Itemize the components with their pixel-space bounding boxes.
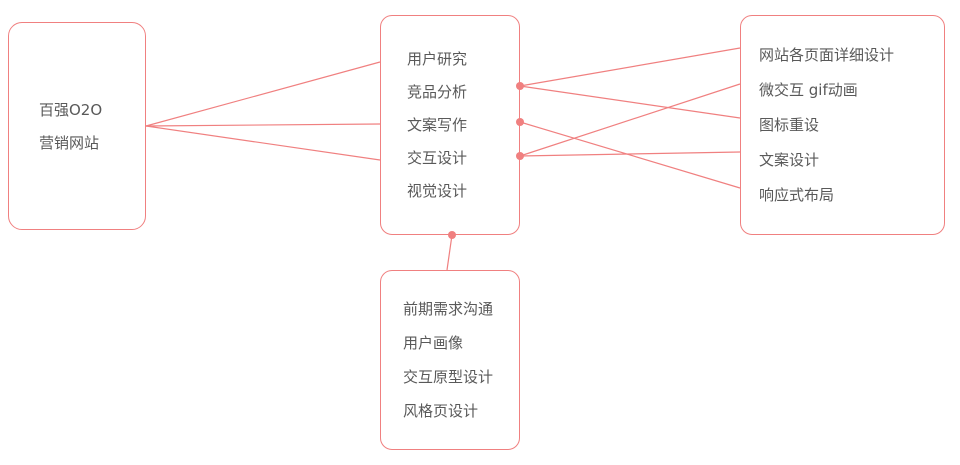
process-item: 交互设计: [407, 148, 468, 167]
edge: [145, 123, 381, 127]
process-item: 视觉设计: [407, 181, 468, 200]
node-root-project: 百强O2O 营销网站: [8, 22, 146, 230]
edge: [446, 234, 453, 271]
deliverable-item: 网站各页面详细设计: [759, 45, 895, 64]
deliverable-item: 响应式布局: [759, 185, 835, 204]
edge: [519, 85, 741, 119]
process-item: 文案写作: [407, 115, 468, 134]
deliverable-item: 文案设计: [759, 150, 820, 169]
deliverable-item: 微交互 gif动画: [759, 80, 858, 99]
edge: [519, 121, 741, 189]
edge: [519, 83, 741, 157]
edge: [145, 125, 381, 161]
root-label-line1: 百强O2O: [39, 101, 103, 119]
early-stage-item: 风格页设计: [403, 402, 479, 420]
edge: [519, 47, 741, 87]
edge: [145, 61, 381, 127]
early-stage-item: 前期需求沟通: [403, 300, 494, 318]
deliverable-item: 图标重设: [759, 115, 820, 134]
early-stage-item: 用户画像: [403, 334, 464, 352]
process-item: 用户研究: [407, 49, 468, 68]
node-deliverables: 网站各页面详细设计 微交互 gif动画 图标重设 文案设计 响应式布局: [740, 15, 945, 235]
process-item: 竞品分析: [407, 82, 468, 101]
node-process: 用户研究 竞品分析 文案写作 交互设计 视觉设计: [380, 15, 520, 235]
edge: [519, 151, 741, 157]
early-stage-item: 交互原型设计: [403, 368, 494, 386]
node-early-stage: 前期需求沟通 用户画像 交互原型设计 风格页设计: [380, 270, 520, 450]
root-label-line2: 营销网站: [39, 134, 100, 152]
